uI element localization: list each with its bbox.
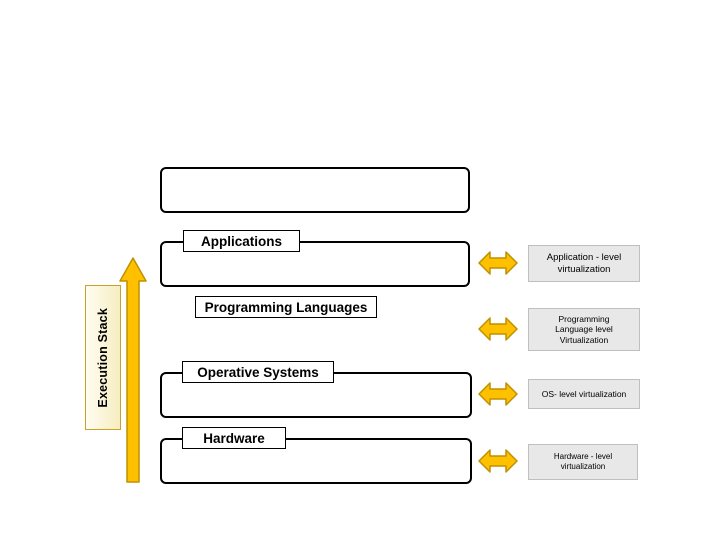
side-label-application-level-text: Application - level virtualization: [546, 251, 622, 275]
double-arrow-icon-1: [478, 251, 518, 275]
double-arrow-icon-2: [478, 317, 518, 341]
layer-box-programming-languages: [160, 167, 470, 213]
execution-stack-label-box: [85, 285, 121, 430]
side-label-os-level-text: OS- level virtualization: [541, 388, 627, 399]
layer-title-hardware: Hardware: [182, 427, 286, 449]
side-label-hardware-level-text: Hardware - level virtualization: [553, 452, 613, 471]
layer-title-programming-languages: Programming Languages: [195, 296, 377, 318]
side-label-os-level: OS- level virtualization: [528, 379, 640, 409]
side-label-application-level: Application - level virtualization: [528, 245, 640, 282]
execution-stack-up-arrow-icon: [119, 257, 147, 483]
double-arrow-icon-4: [478, 449, 518, 473]
execution-stack-label-text: Execution Stack: [96, 307, 110, 408]
layer-title-operative-systems: Operative Systems: [182, 361, 334, 383]
execution-stack-label: Execution Stack: [85, 285, 121, 430]
side-label-programming-language-level: Programming Language level Virtualizatio…: [528, 308, 640, 351]
side-label-hardware-level: Hardware - level virtualization: [528, 444, 638, 480]
double-arrow-icon-3: [478, 382, 518, 406]
layer-title-applications: Applications: [183, 230, 300, 252]
side-label-programming-language-level-text: Programming Language level Virtualizatio…: [555, 313, 613, 345]
